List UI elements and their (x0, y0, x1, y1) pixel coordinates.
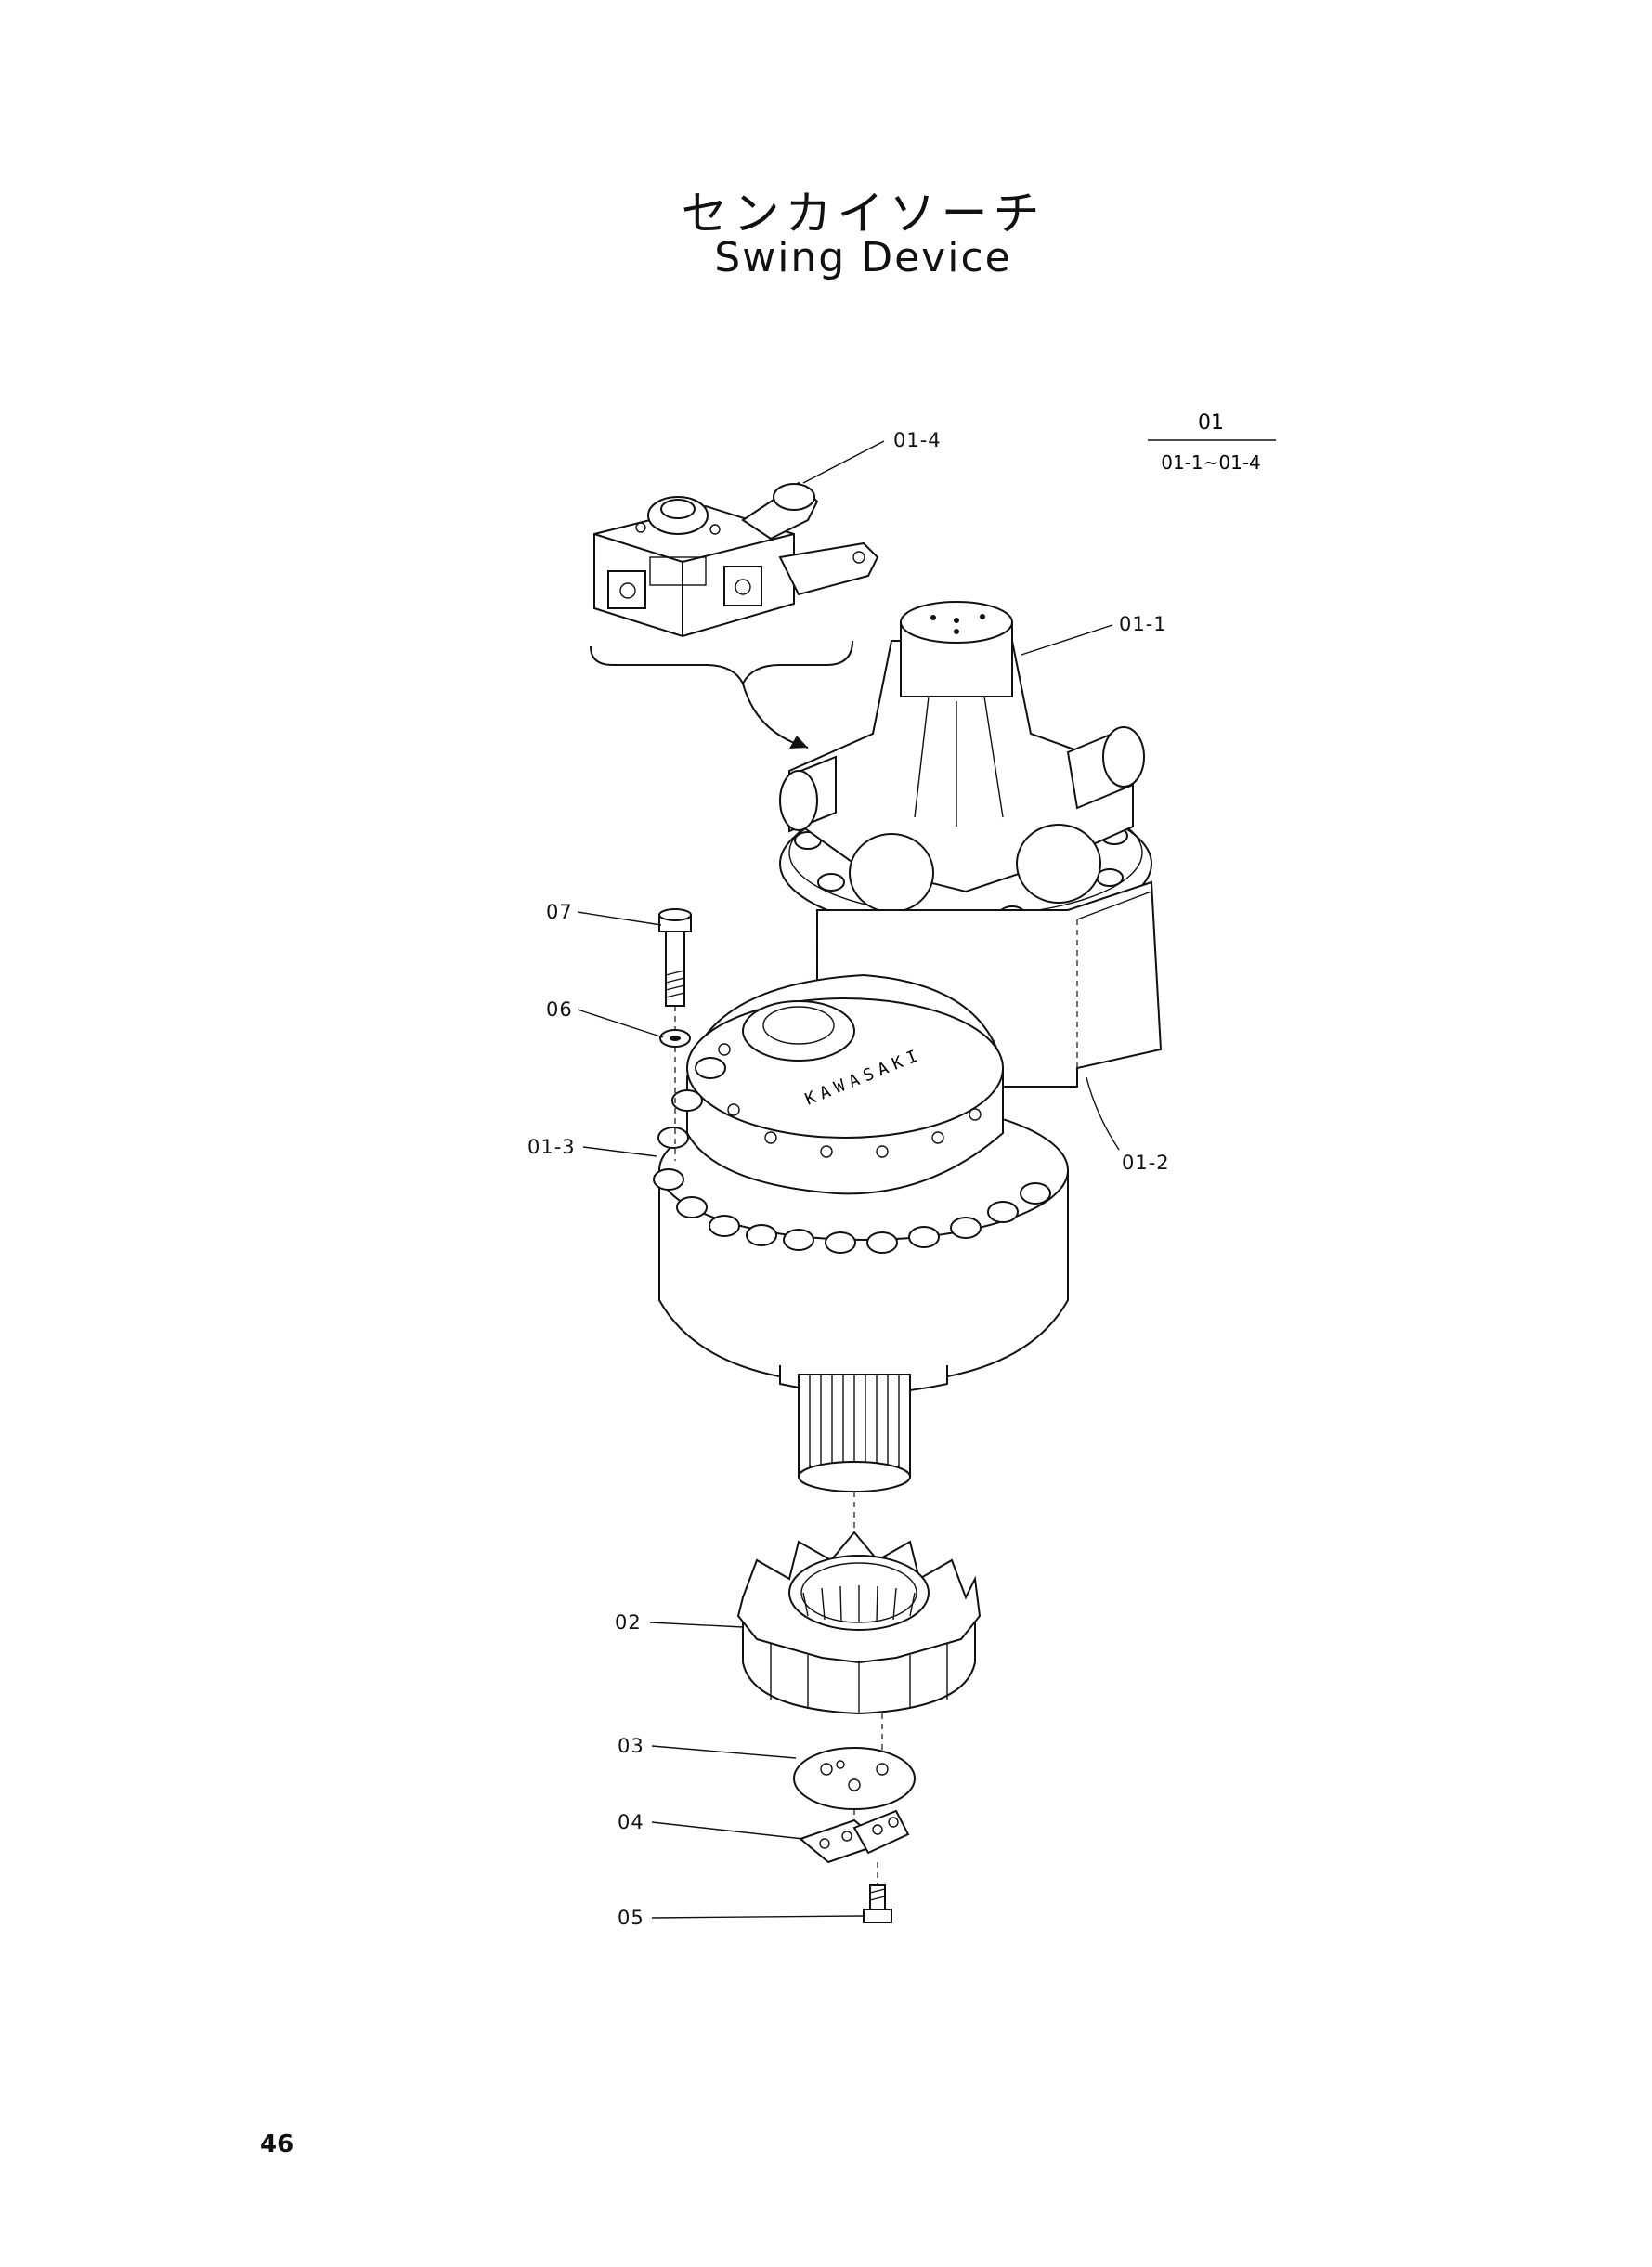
assembly-note-bottom: 01-1~01-4 (1161, 451, 1261, 474)
valve-assembly-01-4 (593, 481, 879, 638)
callout-04: 04 (618, 1811, 644, 1833)
callout-07: 07 (546, 901, 573, 923)
assembly-note-top: 01 (1198, 411, 1224, 435)
callout-01-3: 01-3 (527, 1136, 576, 1158)
callout-01-2: 01-2 (1122, 1152, 1170, 1174)
cover-bolts (718, 1043, 982, 1158)
callout-05: 05 (618, 1907, 644, 1929)
page-number: 46 (260, 2130, 294, 2158)
assembly-fraction-note: 01 01-1~01-4 (1148, 411, 1276, 474)
callout-02: 02 (615, 1611, 642, 1634)
reduction-gear-01-3: KAWASAKI (653, 973, 1069, 1492)
bolt-07 (658, 908, 692, 1007)
callout-03: 03 (618, 1735, 644, 1757)
swing-motor-01-1 (779, 601, 1152, 934)
pinion-gear-02 (736, 1531, 982, 1715)
callout-06: 06 (546, 998, 573, 1021)
plate-03 (793, 1747, 916, 1810)
assembly-bracket (590, 640, 853, 686)
bolt-05 (863, 1884, 892, 1923)
lock-plates-04 (798, 1809, 910, 1864)
callout-01-4: 01-4 (893, 429, 942, 451)
callout-01-1: 01-1 (1119, 613, 1167, 635)
page-title-english: Swing Device (714, 234, 1012, 281)
gear-case-bolt-ring (653, 1057, 1051, 1254)
washer-06 (659, 1029, 691, 1048)
page-title-japanese: センカイソーチ (681, 187, 1046, 241)
leader-lines (577, 440, 1120, 1919)
